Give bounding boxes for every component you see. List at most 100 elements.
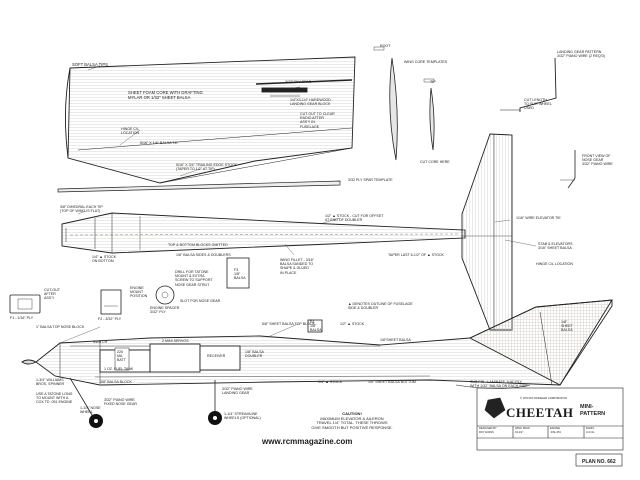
wheels bbox=[89, 411, 222, 428]
label-balsa-block: 3/8" BALSA BLOCK bbox=[100, 380, 132, 384]
label-tatone: USE A TATONE LONG TO MOUNT WITH A COX TD… bbox=[36, 392, 73, 405]
tip-template bbox=[429, 87, 435, 151]
stabilizer-top bbox=[461, 133, 513, 331]
fuselage-top-view bbox=[61, 133, 513, 331]
former-f4 bbox=[307, 319, 323, 333]
label-f1: F1 - 1/16" PLY bbox=[10, 316, 34, 320]
label-cut-core: CUT CORE HERE bbox=[420, 160, 450, 164]
label-lg-pattern: LANDING GEAR PATTERN 3/32" PIANO WIRE (2… bbox=[557, 50, 606, 59]
spar-line bbox=[255, 79, 353, 85]
label-doubler: 1/8" BALSA DOUBLER bbox=[245, 350, 264, 359]
landing-gear-pattern bbox=[500, 57, 557, 112]
label-soft-balsa-tips: SOFT BALSA TIPS bbox=[72, 62, 108, 67]
fin-outline bbox=[468, 299, 613, 386]
label-top-nose-block: 1" BALSA TOP NOSE BLOCK bbox=[36, 325, 85, 329]
label-nose-gear-view: FRONT VIEW OF NOSE GEAR 3/32" PIANO WIRE bbox=[582, 154, 613, 167]
former-f2 bbox=[100, 289, 122, 315]
label-hardwood-block: 1/4"X3-1/4" HARDWOOD LANDING GEAR BLOCK bbox=[290, 98, 331, 107]
label-cut-length: CUT LENGTH TO SUIT WHEEL USED bbox=[524, 98, 552, 111]
copyright: © 1973 R/C MODELER CORPORATION bbox=[520, 397, 567, 400]
plan-title: CHEETAH bbox=[506, 405, 574, 420]
engine-value: .049-.051 bbox=[550, 431, 561, 434]
label-taper-last: TAPER LAST 6-1/2" OF ▲ STOCK bbox=[388, 253, 444, 257]
label-lg-wire: 3/32" PIANO WIRE LANDING GEAR bbox=[222, 387, 253, 396]
plan-number: PLAN NO. 662 bbox=[582, 459, 616, 465]
label-drill: DRILL FOR TATONE MOUNT & EXTRA SCREW TO … bbox=[175, 270, 213, 287]
label-top-hinge: HINGE C/L LOCATION bbox=[536, 262, 573, 266]
wing-tip bbox=[64, 67, 71, 159]
label-root: ROOT bbox=[380, 44, 391, 48]
label-stock-half: 1/2" ▲ STOCK bbox=[340, 322, 365, 326]
engine-label: ENGINE bbox=[550, 427, 560, 430]
caution-note: CAUTION! MAXIMUM ELEVATOR & AILERON TRAV… bbox=[292, 407, 412, 436]
radio-value: 3-4 CH. bbox=[586, 431, 595, 434]
wing-plan-view bbox=[64, 56, 356, 184]
former-f1 bbox=[9, 294, 41, 314]
formers bbox=[9, 257, 323, 333]
label-fin-sheet: 1/8" SHEET BALSA bbox=[561, 320, 573, 333]
label-sheet-balsa: 1/8"SHEET BALSA bbox=[380, 338, 411, 342]
caution-heading: CAUTION! bbox=[342, 410, 362, 416]
label-battery: 225 MA BATT bbox=[117, 350, 126, 363]
label-spar-template: 3/32 PLY SPAR TEMPLATE bbox=[348, 178, 393, 182]
label-receiver: RECEIVER bbox=[207, 354, 226, 358]
root-template bbox=[389, 57, 398, 161]
radio-label: RADIO bbox=[586, 427, 595, 430]
label-sheet-bottom: 1/4" SHEET BALSA BOTTOM bbox=[368, 380, 416, 384]
label-outline-note: ▲ DENOTES OUTLINE OF FUSELAGE SIDE & DOU… bbox=[348, 302, 413, 311]
label-dihedral: 3/8" DIHEDRAL EACH TIP (TOP OF WING IS F… bbox=[60, 205, 103, 214]
label-engine-spacer: ENGINE SPACER 3/32" PLY bbox=[150, 306, 180, 315]
label-sheet-top-block: 5/8" SHEET BALSA TOP BLOCK bbox=[262, 322, 315, 326]
label-f2: F2 - 3/32" PLY bbox=[98, 317, 122, 321]
wing-core-templates bbox=[373, 46, 435, 161]
label-core-templates: WING CORE TEMPLATES bbox=[404, 60, 448, 64]
hinge-line bbox=[77, 127, 353, 151]
fuselage-outline-top bbox=[61, 212, 466, 254]
nose-gear-front-view bbox=[560, 150, 576, 189]
span-label: WING SPAN bbox=[515, 427, 530, 430]
label-wing-hinge: HINGE C/L LOCATION bbox=[121, 127, 140, 136]
servo-box bbox=[149, 343, 201, 373]
label-mini-servos: 2 MINI SERVOS bbox=[162, 339, 189, 343]
label-engine-mount: ENGINE MOUNT POSITION bbox=[130, 286, 148, 299]
label-tip: TIP bbox=[430, 80, 436, 84]
label-nose-wheel: 1-1/4" NOSE WHEEL bbox=[80, 406, 101, 415]
leader-lines bbox=[59, 65, 537, 381]
label-f4: F4 1/8" BALSA bbox=[310, 320, 322, 333]
trailing-edge-line bbox=[159, 147, 353, 184]
label-sub-fin: SUB FIN - LAMINATE 1/16" PLY WITH 1/32" … bbox=[470, 380, 528, 389]
label-switch: SWITCH bbox=[93, 340, 108, 344]
label-fuel-tank: 1 OZ. FUEL TANK bbox=[104, 367, 134, 371]
title-block bbox=[476, 387, 624, 467]
website-link[interactable]: www.rcmmagazine.com bbox=[262, 437, 353, 446]
label-stab-elevators: STAB & ELEVATORS 3/16" SHEET BALSA bbox=[538, 242, 573, 251]
label-elevator-tie: 1/16" WIRE ELEVATOR TIE bbox=[516, 216, 561, 220]
landing-gear-block bbox=[261, 87, 308, 93]
caution-text: MAXIMUM ELEVATOR & AILERON TRAVEL 1/4" T… bbox=[311, 415, 393, 431]
label-fixed-nose-gear: 3/32" PIANO WIRE FIXED NOSE GEAR bbox=[104, 398, 137, 407]
label-stock-bottom: 1/4" ▲ STOCK ON BOTTOM bbox=[92, 255, 117, 264]
fuselage-side-view bbox=[21, 299, 613, 421]
label-stock-cutout: 1/2" ▲ STOCK - CUT FOR OFFSET AT END OF … bbox=[325, 214, 384, 223]
label-spinner: 1-3/4" WILLIAMS BROS. SPINNER bbox=[36, 378, 65, 387]
engine-spacer bbox=[155, 285, 175, 305]
span-value: 34-1/2" bbox=[515, 431, 524, 434]
label-te-balsa: 5/16" X 1/4" BALSA T.E. bbox=[140, 141, 179, 145]
designer-value: ROY EVANS bbox=[479, 431, 494, 434]
label-f3: F3 1/8" BALSA bbox=[234, 268, 246, 281]
tailskid bbox=[455, 384, 531, 389]
wing-dihedral-view bbox=[57, 180, 341, 193]
former-f3 bbox=[226, 257, 250, 289]
designer-label: DESIGNED BY bbox=[479, 427, 497, 430]
label-streamline-wheels: 1-1/4" STREAMLINE WHEELS (OPTIONAL) bbox=[224, 412, 261, 421]
label-wing-fillet: WING FILLET - 3/16" BALSA SANDED TO SHAP… bbox=[280, 258, 314, 275]
label-sides-doublers: 1/8" BALSA SIDES & DOUBLERS bbox=[176, 253, 231, 257]
battery-box bbox=[114, 347, 130, 371]
label-foam-core: SHEET FOAM CORE WITH DRAFTING MYLAR OR 1… bbox=[128, 90, 203, 100]
receiver-box bbox=[199, 345, 241, 371]
label-blocks-omitted: TOP & BOTTOM BLOCKS OMITTED bbox=[168, 243, 228, 247]
nose-gear-wire bbox=[69, 377, 96, 421]
label-ply-spar: 3/32" PLY SPAR bbox=[285, 80, 312, 84]
spinner bbox=[21, 359, 38, 365]
